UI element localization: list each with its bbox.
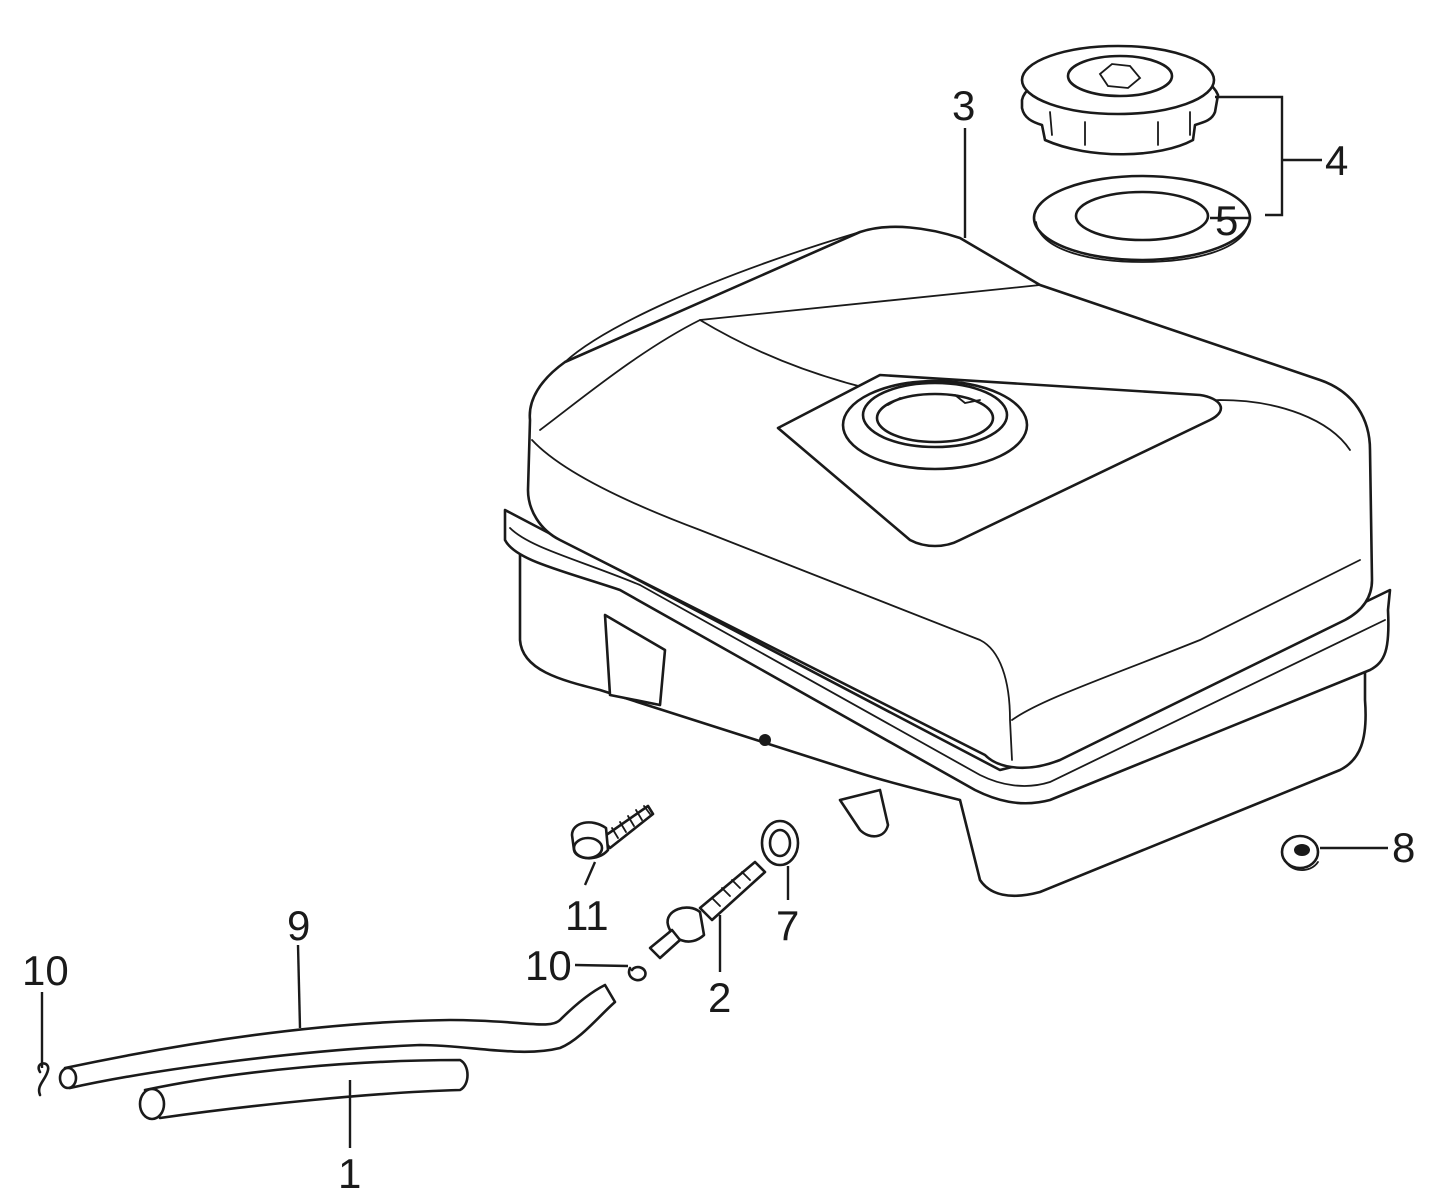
callout-8: 8 <box>1392 824 1415 871</box>
fuel-tank <box>503 225 1392 898</box>
callout-2: 2 <box>708 974 731 1021</box>
breather-tube <box>138 1058 469 1121</box>
leader-lines <box>40 95 1388 1148</box>
fuel-filler-cap <box>1020 44 1220 156</box>
flange-bolt <box>570 804 655 860</box>
hose-clip-left <box>37 1062 50 1097</box>
callout-3: 3 <box>952 82 975 129</box>
callout-9: 9 <box>287 902 310 949</box>
callout-11: 11 <box>565 892 609 939</box>
hose-clip-mid <box>627 965 647 982</box>
callout-5: 5 <box>1215 197 1238 244</box>
callout-1: 1 <box>338 1150 361 1197</box>
callout-10-left: 10 <box>22 947 69 994</box>
callout-4: 4 <box>1325 137 1348 184</box>
washer <box>760 819 800 867</box>
callout-10-mid: 10 <box>525 942 572 989</box>
grommet <box>1280 834 1320 871</box>
callout-7: 7 <box>776 902 799 949</box>
fuel-valve <box>648 860 767 960</box>
callout-labels: 3 4 5 8 7 11 2 10 9 10 1 <box>22 82 1415 1197</box>
fuel-hose <box>58 983 617 1090</box>
